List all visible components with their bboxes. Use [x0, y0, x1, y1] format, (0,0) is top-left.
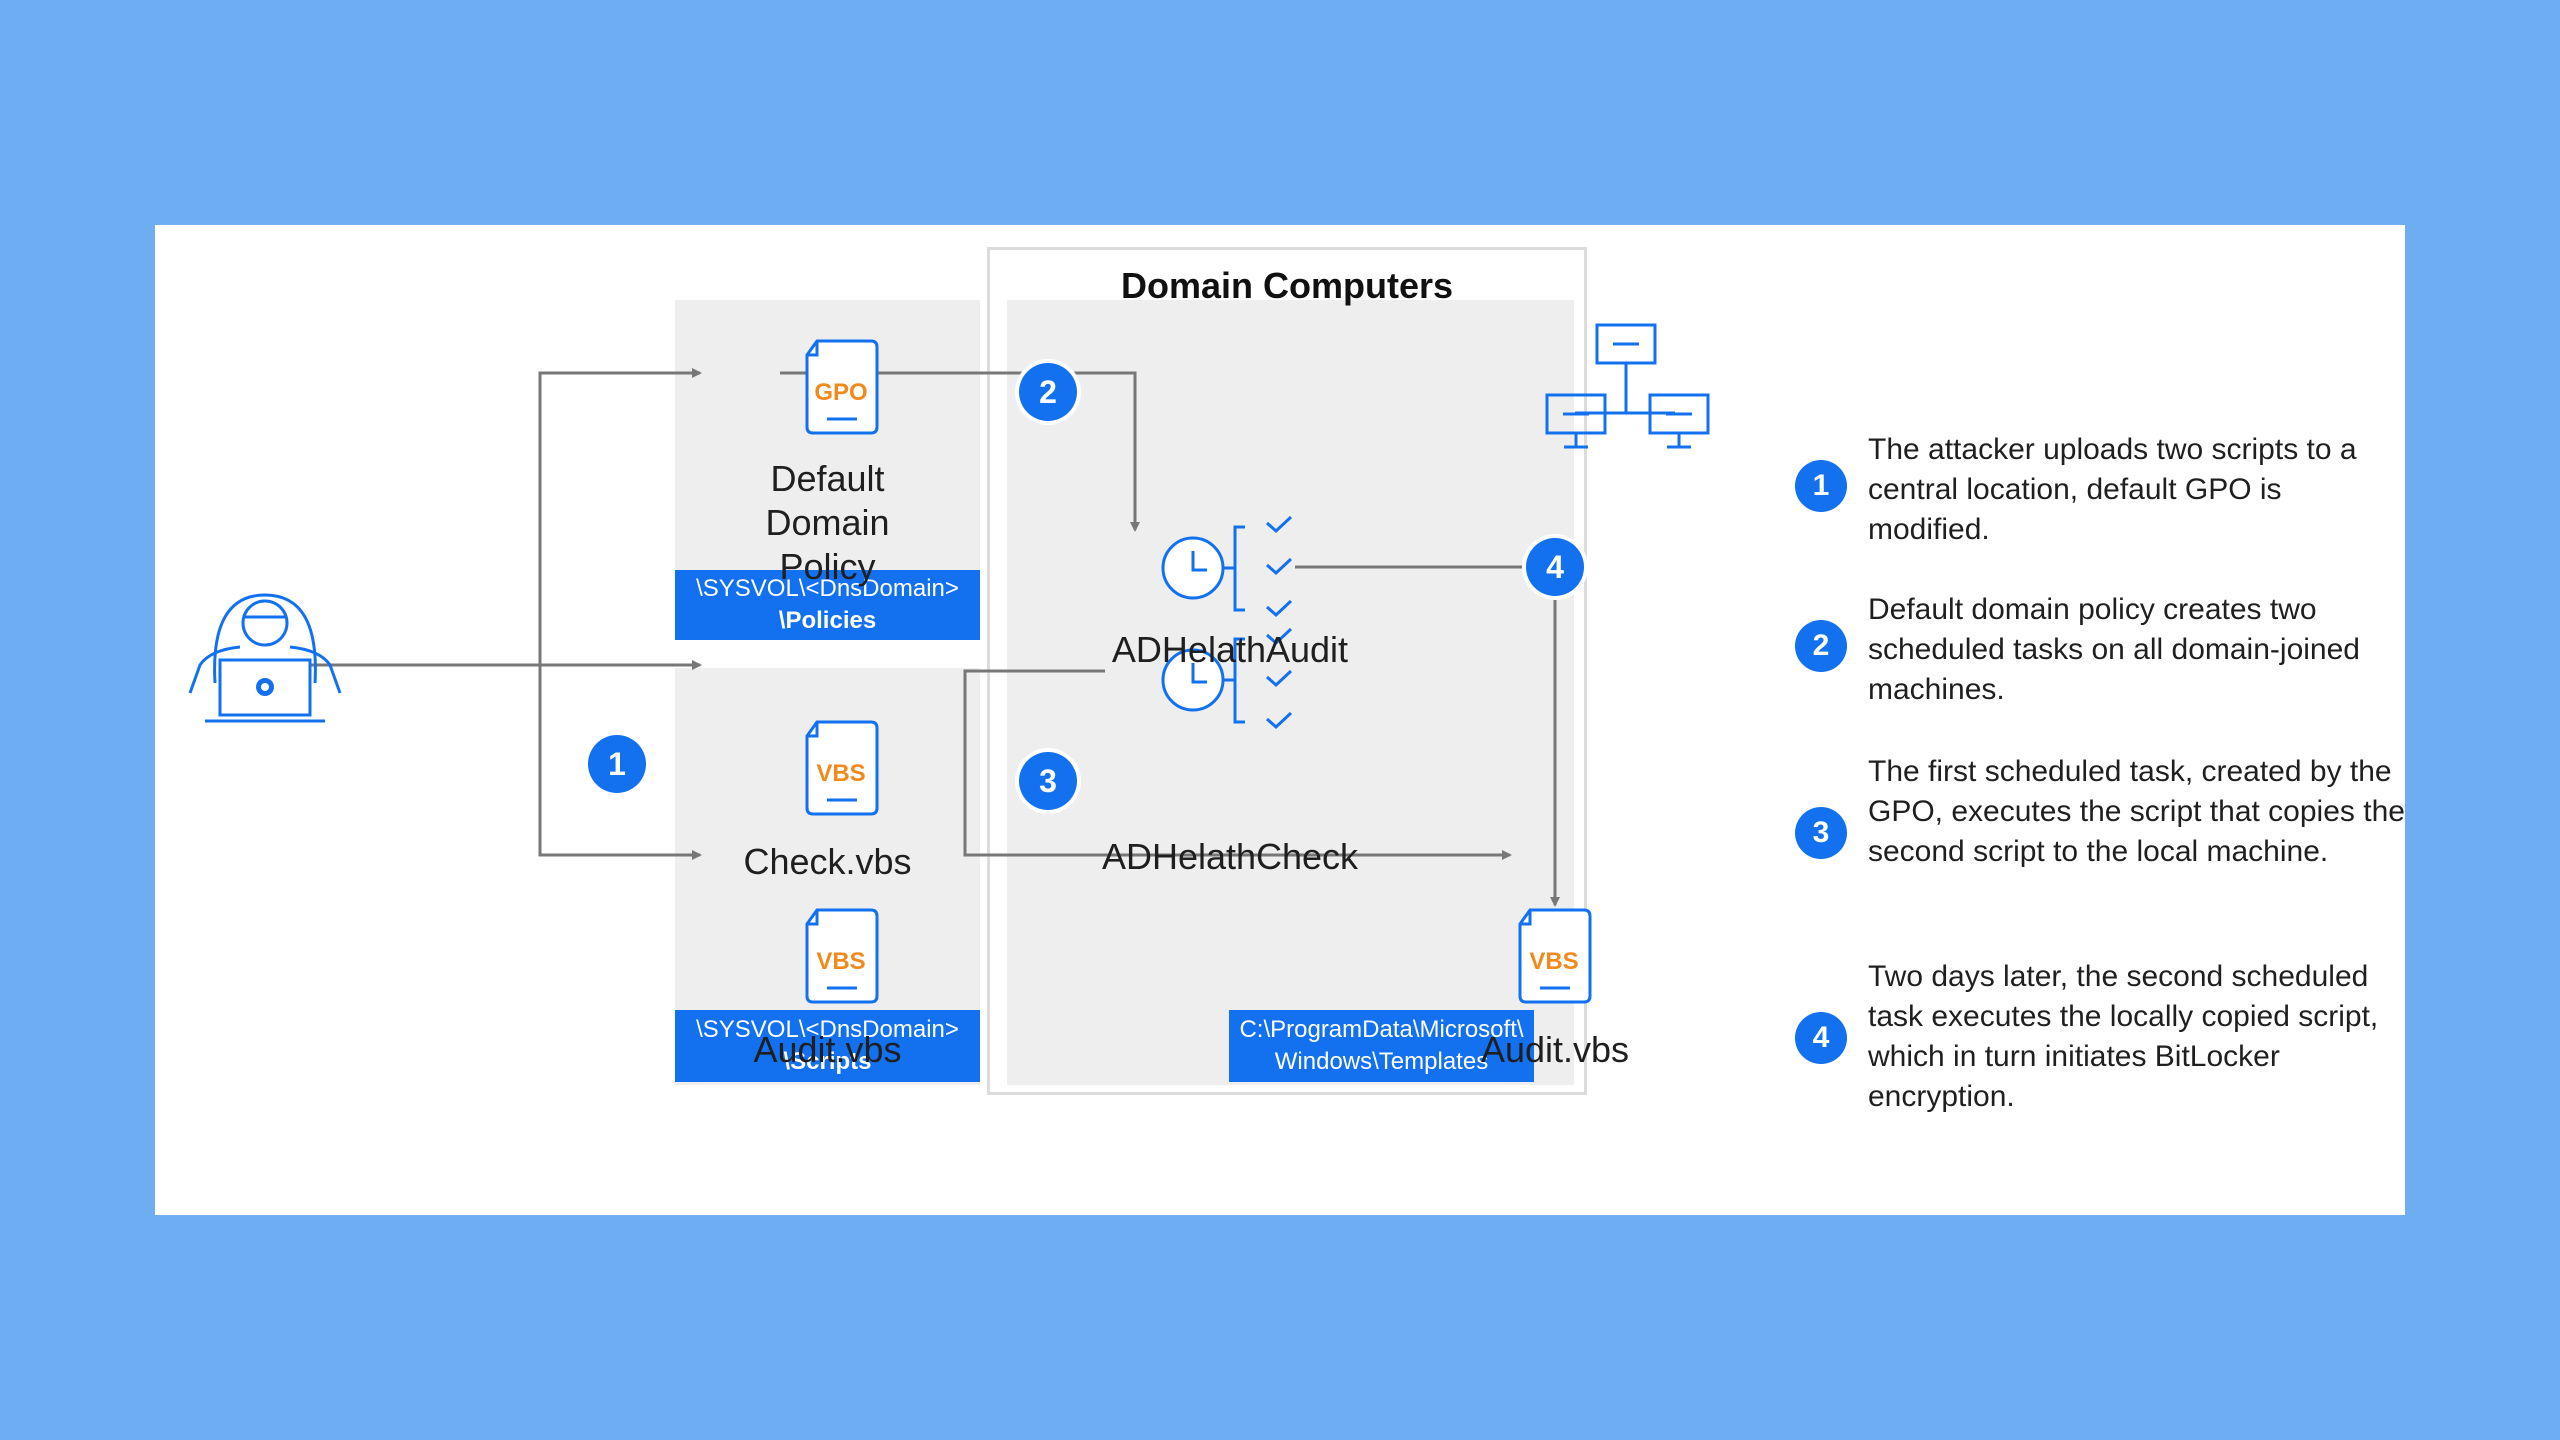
- audit-vbs-tag: VBS: [816, 948, 865, 975]
- step-text-2: Default domain policy creates two schedu…: [1868, 593, 2360, 706]
- policies-path-line2: \Policies: [778, 607, 877, 634]
- policy-label-line3: Policy: [779, 546, 876, 587]
- step-list-badge-1: 1: [1795, 460, 1847, 512]
- checklist-icon-audit: [1223, 515, 1293, 618]
- local-path-line1: C:\ProgramData\Microsoft\: [1239, 1016, 1524, 1043]
- task-audit-label: ADHelathAudit: [1111, 629, 1349, 670]
- policy-label-line1: Default: [770, 458, 885, 499]
- local-audit-vbs-tag: VBS: [1529, 948, 1578, 975]
- check-vbs-tag: VBS: [816, 760, 865, 787]
- check-vbs-label: Check.vbs: [743, 841, 912, 882]
- audit-vbs-label: Audit.vbs: [753, 1029, 902, 1070]
- domain-computers-title: Domain Computers: [1120, 265, 1454, 306]
- connector-lines: [310, 368, 1560, 907]
- step-text-3: The first scheduled task, created by the…: [1868, 755, 2405, 868]
- clock-icon-check: [1161, 648, 1225, 712]
- domain-computers-panel: [1007, 300, 1574, 1085]
- step-text-4: Two days later, the second scheduled tas…: [1868, 960, 2379, 1113]
- step-badge-2: 2: [1019, 363, 1077, 421]
- step-text-1: The attacker uploads two scripts to a ce…: [1868, 433, 2357, 546]
- clock-icon-audit: [1161, 536, 1225, 600]
- policy-label-line2: Domain: [765, 502, 890, 543]
- step-list-badge-2: 2: [1795, 620, 1847, 672]
- scripts-path-line2: \Scripts: [783, 1048, 872, 1075]
- policies-path-bar: \SYSVOL\<DnsDomain> \Policies: [675, 570, 980, 640]
- step-list-badge-3: 3: [1795, 807, 1847, 859]
- local-audit-vbs-label: Audit.vbs: [1480, 1029, 1630, 1070]
- step-badge-1: 1: [588, 735, 646, 793]
- scripts-path-bar: \SYSVOL\<DnsDomain> \Scripts: [675, 1010, 980, 1082]
- diagram-graphics: GPO VBS VBS VBS: [188, 323, 1710, 1004]
- hacker-icon: [188, 593, 342, 723]
- local-path-bar: C:\ProgramData\Microsoft\ Windows\Templa…: [1229, 1010, 1534, 1082]
- policy-label: Default Domain Policy: [675, 457, 980, 589]
- attack-flow-diagram: Domain Computers \SYSVOL\<DnsDomain> \Po…: [155, 225, 2405, 1215]
- gpo-tag: GPO: [814, 379, 867, 406]
- step-badge-3: 3: [1019, 752, 1077, 810]
- local-path-line2: Windows\Templates: [1274, 1048, 1489, 1075]
- step-badge-4: 4: [1526, 538, 1584, 596]
- policies-path-line1: \SYSVOL\<DnsDomain>: [696, 575, 959, 602]
- network-computers-icon: [1545, 323, 1710, 449]
- task-check-label: ADHelathCheck: [1101, 836, 1359, 877]
- checklist-icon-check: [1223, 627, 1293, 730]
- step-list-badge-4: 4: [1795, 1012, 1847, 1064]
- scripts-path-line1: \SYSVOL\<DnsDomain>: [696, 1016, 959, 1043]
